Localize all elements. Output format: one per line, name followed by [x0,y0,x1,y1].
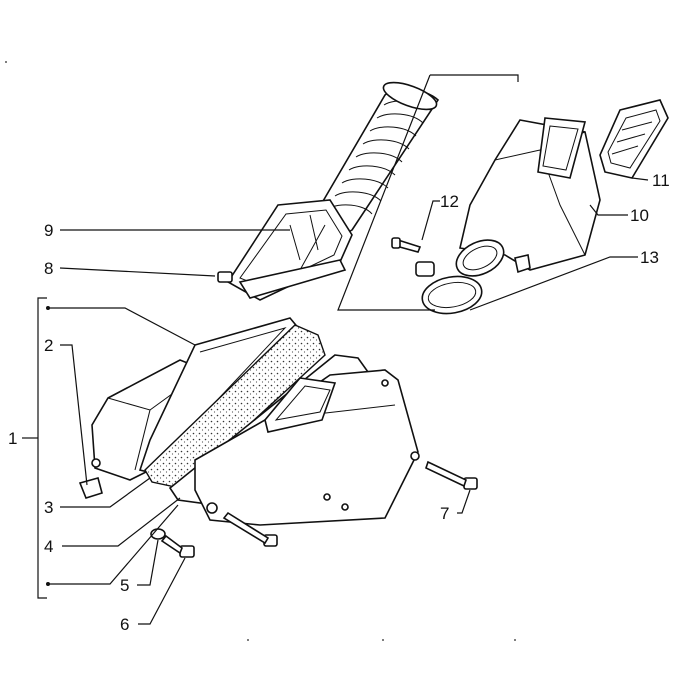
leader-lines [22,74,649,625]
label-12: 12 [440,192,459,211]
air-box-cover [194,369,420,526]
part-labels: 1 2 3 4 5 6 7 8 9 10 11 12 13 [8,171,670,634]
label-10: 10 [630,206,649,225]
label-7: 7 [440,504,449,523]
hose-clip [217,271,233,283]
intake-bellows-hose [217,81,440,301]
hose-clamp [415,261,483,315]
label-1: 1 [8,429,17,448]
label-5: 5 [120,576,129,595]
label-6: 6 [120,615,129,634]
label-11: 11 [652,171,670,190]
intake-duct [455,117,601,277]
screw-6 [160,534,195,558]
label-8: 8 [44,259,53,278]
screw-12 [391,237,422,253]
screw-cover [222,511,278,547]
label-13: 13 [640,248,659,267]
label-4: 4 [44,537,53,556]
grille-cover [599,99,669,179]
edge-marks [5,61,516,641]
label-2: 2 [44,336,53,355]
label-3: 3 [44,498,53,517]
label-9: 9 [44,221,53,240]
screw-7 [425,460,478,490]
clip-2 [78,477,103,499]
